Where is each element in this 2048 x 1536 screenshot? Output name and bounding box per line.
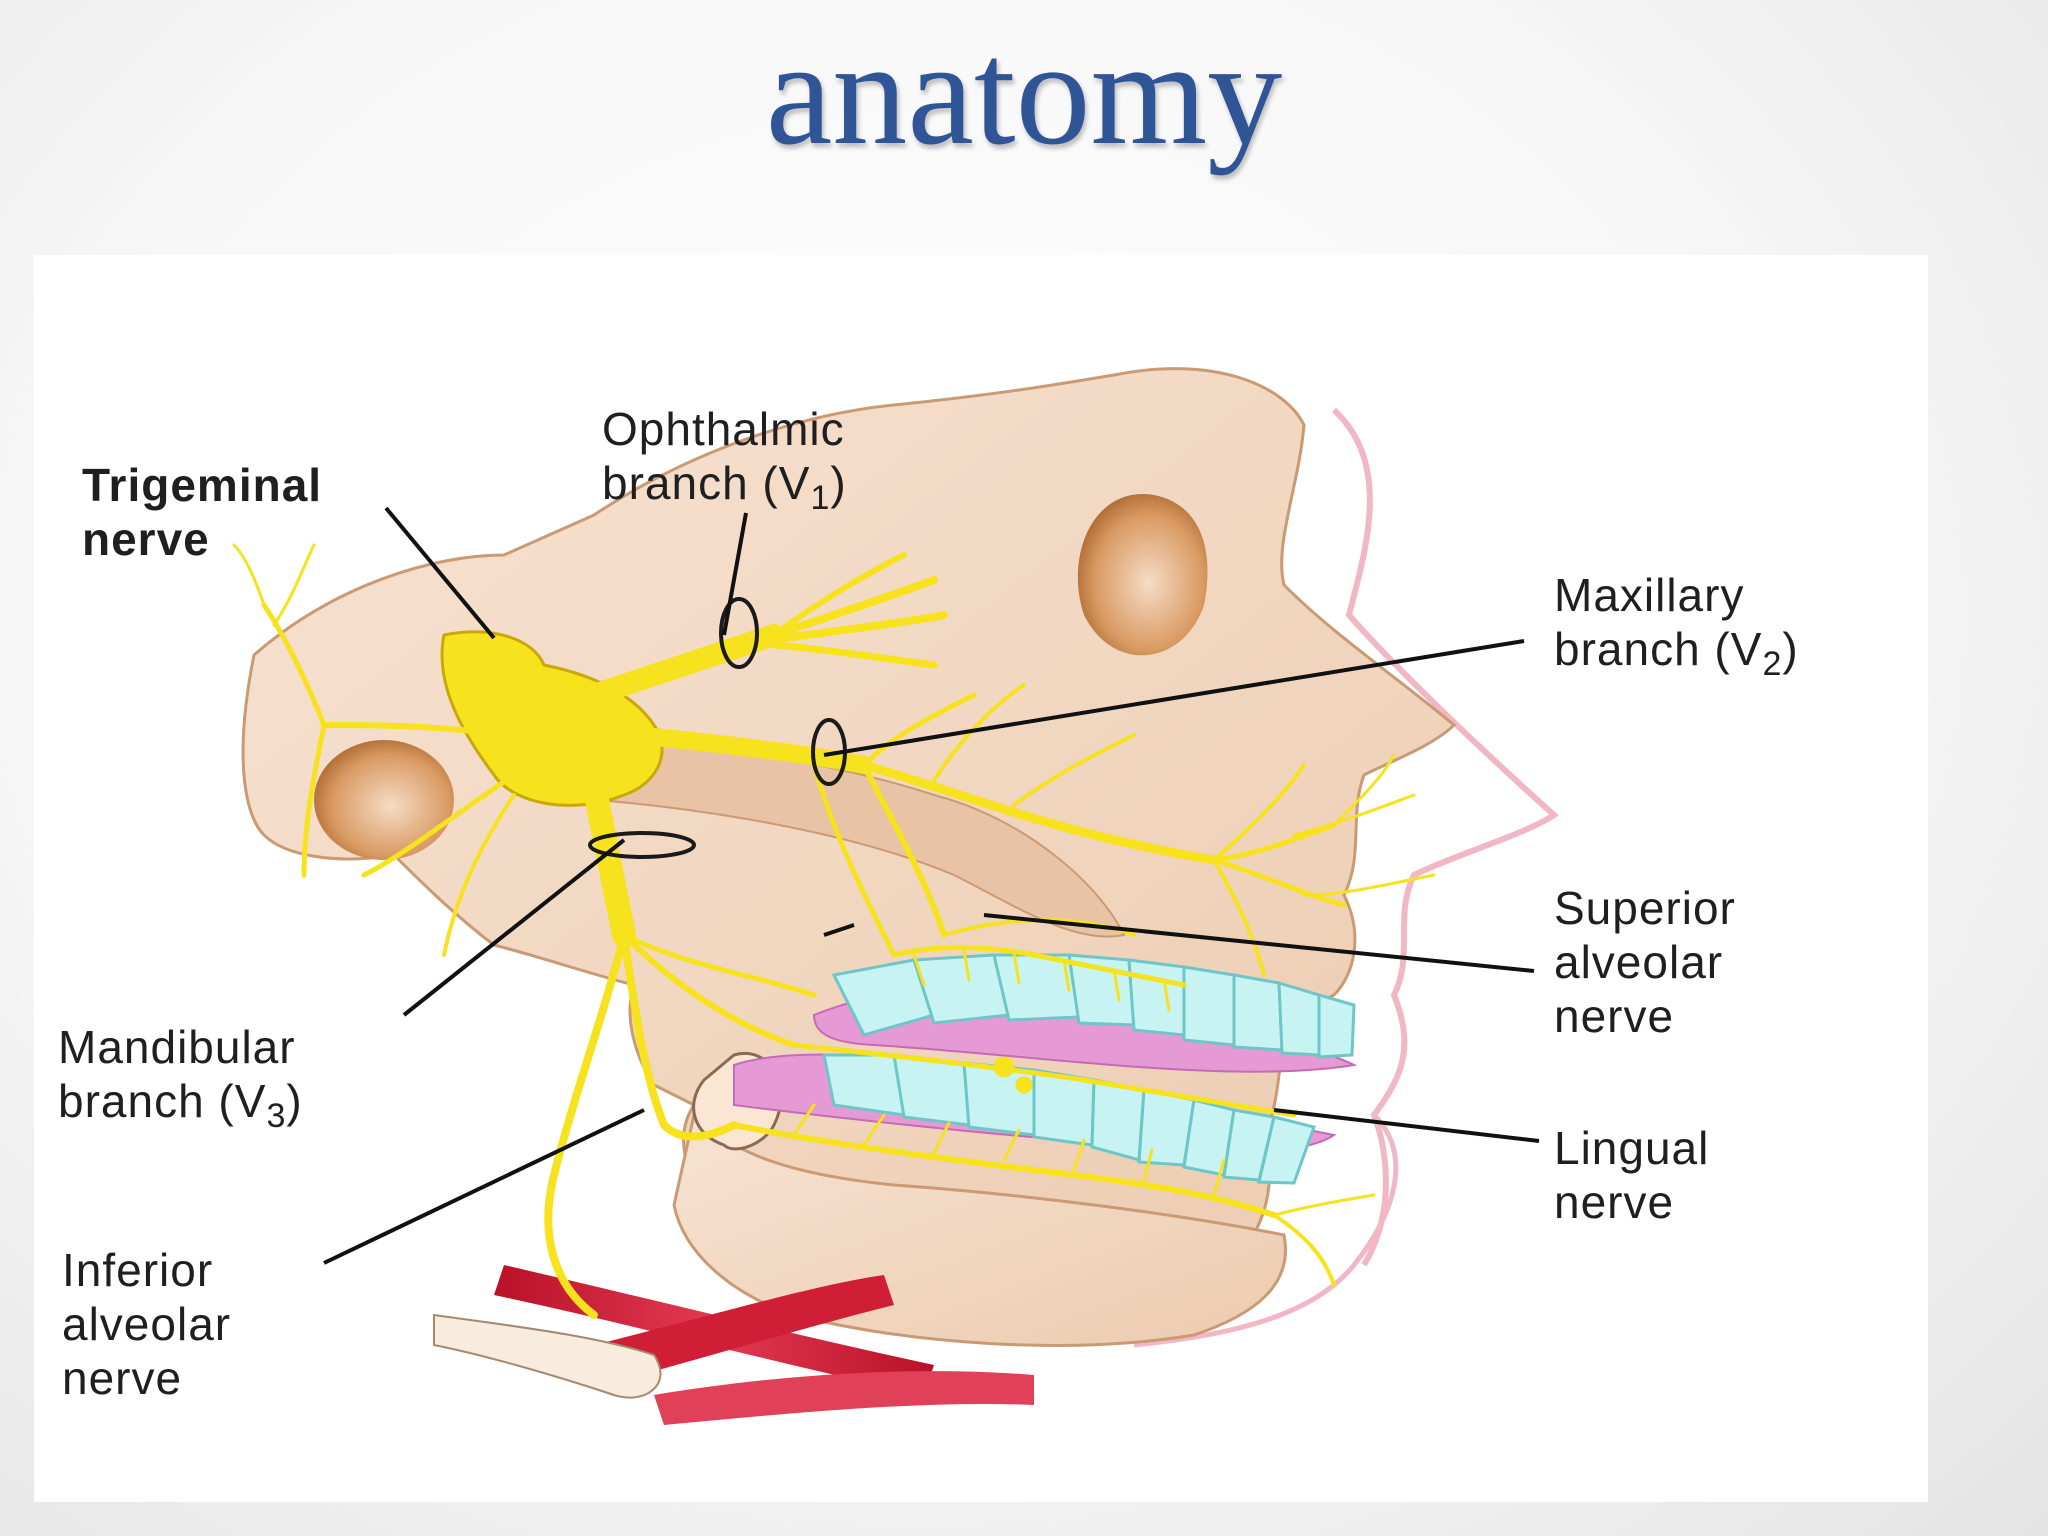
muscle-band-2	[594, 1275, 894, 1385]
muscle-band-3	[654, 1371, 1034, 1425]
trigeminal-ganglion	[440, 630, 664, 807]
upper-teeth	[831, 953, 1356, 1059]
ear-canal	[314, 740, 454, 860]
orbit-socket	[1077, 494, 1208, 656]
label-inferior-alveolar-nerve: Inferior alveolar nerve	[62, 1244, 232, 1404]
hyoid-bone	[433, 1313, 662, 1399]
face-skin-outline	[1331, 407, 1559, 1267]
mandibular-marker-ring	[588, 831, 696, 859]
ophthalmic-marker-ring	[719, 597, 759, 669]
diagram-illustration	[232, 367, 1559, 1425]
slide-title: anatomy	[765, 10, 1283, 176]
lower-teeth	[822, 1053, 1316, 1185]
label-mandibular-branch: Mandibular branch (V3)	[58, 1021, 303, 1136]
label-leader-lines	[323, 506, 1540, 1265]
trigeminal-nerve-system	[232, 543, 1436, 1319]
label-trigeminal-nerve: Trigeminal nerve	[82, 459, 323, 565]
label-ophthalmic-branch: Ophthalmic branch (V1)	[602, 403, 847, 518]
label-maxillary-branch: Maxillary branch (V2)	[1554, 569, 1799, 684]
trigeminal-nerve-diagram: Trigeminal nerve Ophthalmic branch (V1) …	[34, 255, 1928, 1502]
label-lingual-nerve: Lingual nerve	[1554, 1122, 1710, 1228]
label-superior-alveolar-nerve: Superior alveolar nerve	[1554, 882, 1736, 1042]
